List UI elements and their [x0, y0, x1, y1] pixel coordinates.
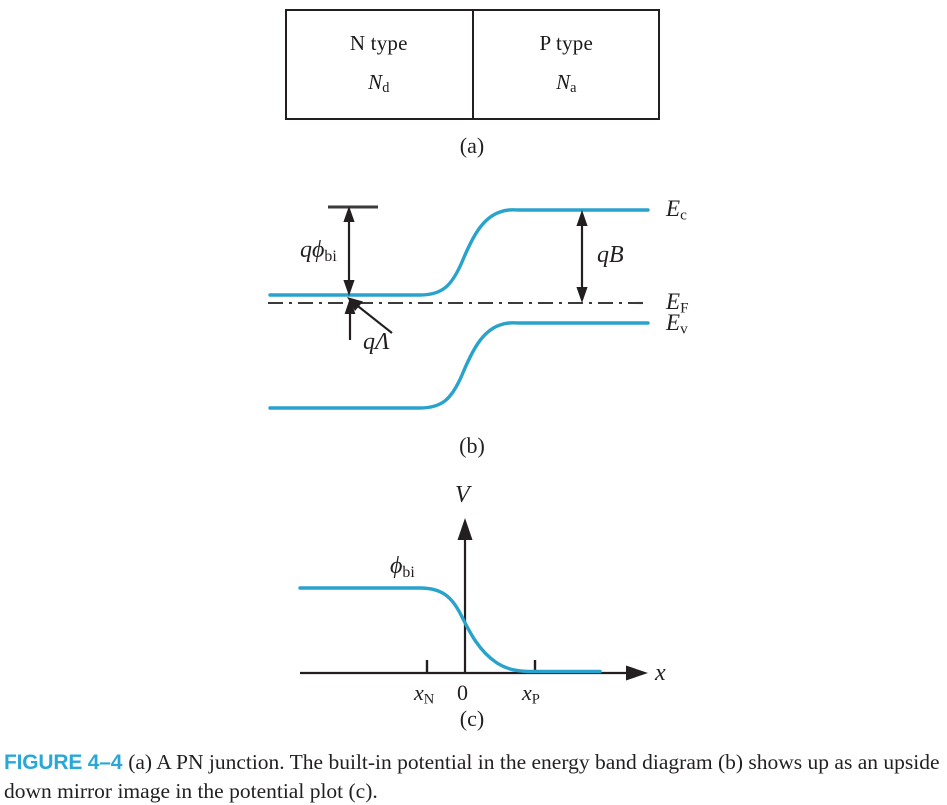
- Ev-label: Ev: [666, 311, 688, 337]
- n-type-region: N type Nd: [285, 9, 473, 120]
- n-doping-symbol: N: [368, 70, 383, 95]
- potential-curve: [298, 586, 602, 674]
- figure-caption-text: (a) A PN junction. The built-in potentia…: [4, 750, 940, 803]
- qlambda-symbol: Λ: [375, 329, 390, 355]
- qlambda-pointer-line: [353, 302, 393, 334]
- sublabel-c: (c): [459, 706, 485, 731]
- panel-a-pn-junction: N type Nd P type Na: [285, 9, 660, 120]
- sublabel-a: (a): [459, 133, 485, 158]
- v-axis-arrowhead: [457, 518, 473, 540]
- qlambda-arrowhead-up: [344, 298, 356, 314]
- Ec-symbol: E: [666, 196, 681, 221]
- xN-tick-label: xN: [414, 682, 434, 707]
- q-phi-bi-label: qϕbi: [300, 238, 337, 265]
- qphibi-q: q: [300, 237, 312, 263]
- panel-c-potential-plot: [298, 518, 648, 681]
- qphibi-arrowhead-up: [343, 206, 355, 222]
- n-type-label: N type: [349, 31, 408, 56]
- Ev-symbol: E: [666, 310, 681, 335]
- sublabel-b: (b): [459, 433, 485, 458]
- panel-b-energy-band-diagram: [268, 205, 650, 410]
- p-doping-subscript: a: [570, 80, 577, 97]
- conduction-band-curve: [268, 208, 650, 297]
- x-axis-label: x: [655, 660, 666, 686]
- qphibi-phi: ϕ: [312, 237, 325, 263]
- qB-arrowhead-down: [576, 287, 588, 303]
- n-type-doping-label: Nd: [368, 70, 390, 97]
- q-B-label: qB: [597, 243, 624, 267]
- figure-caption: FIGURE 4–4(a) A PN junction. The built-i…: [4, 748, 944, 805]
- Ec-sub: c: [680, 206, 687, 224]
- phibi-sub: bi: [402, 563, 415, 581]
- xP-symbol: x: [522, 680, 532, 705]
- qlambda-q: q: [363, 329, 375, 355]
- EF-sub: F: [680, 299, 689, 317]
- EF-symbol: E: [666, 289, 681, 314]
- p-type-doping-label: Na: [556, 70, 577, 97]
- qlambda-pointer-arrowhead: [347, 297, 363, 311]
- xN-symbol: x: [414, 680, 424, 705]
- qphibi-arrowhead-down: [343, 280, 355, 296]
- phibi-phi: ϕ: [390, 553, 403, 579]
- qB-arrowhead-up: [576, 210, 588, 226]
- n-doping-subscript: d: [382, 80, 390, 97]
- origin-tick-label: 0: [457, 680, 468, 705]
- xP-tick-label: xP: [522, 682, 540, 707]
- EF-label: EF: [666, 290, 689, 316]
- qphibi-sub: bi: [324, 247, 337, 265]
- Ev-sub: v: [680, 320, 688, 338]
- v-axis-label: V: [455, 482, 470, 508]
- phi-bi-label: ϕbi: [390, 554, 415, 581]
- xN-sub: N: [423, 691, 435, 708]
- Ec-label: Ec: [666, 197, 687, 223]
- p-type-region: P type Na: [473, 9, 661, 120]
- qB-q: q: [597, 242, 609, 268]
- valence-band-curve: [268, 321, 650, 410]
- xP-sub: P: [531, 691, 540, 708]
- p-type-label: P type: [539, 31, 593, 56]
- figure-number: FIGURE 4–4: [4, 751, 123, 774]
- x-axis-arrowhead: [626, 665, 648, 681]
- junction-divider: [471, 9, 474, 120]
- q-lambda-label: qΛ: [363, 330, 390, 354]
- qB-symbol: B: [609, 242, 624, 268]
- p-doping-symbol: N: [556, 70, 571, 95]
